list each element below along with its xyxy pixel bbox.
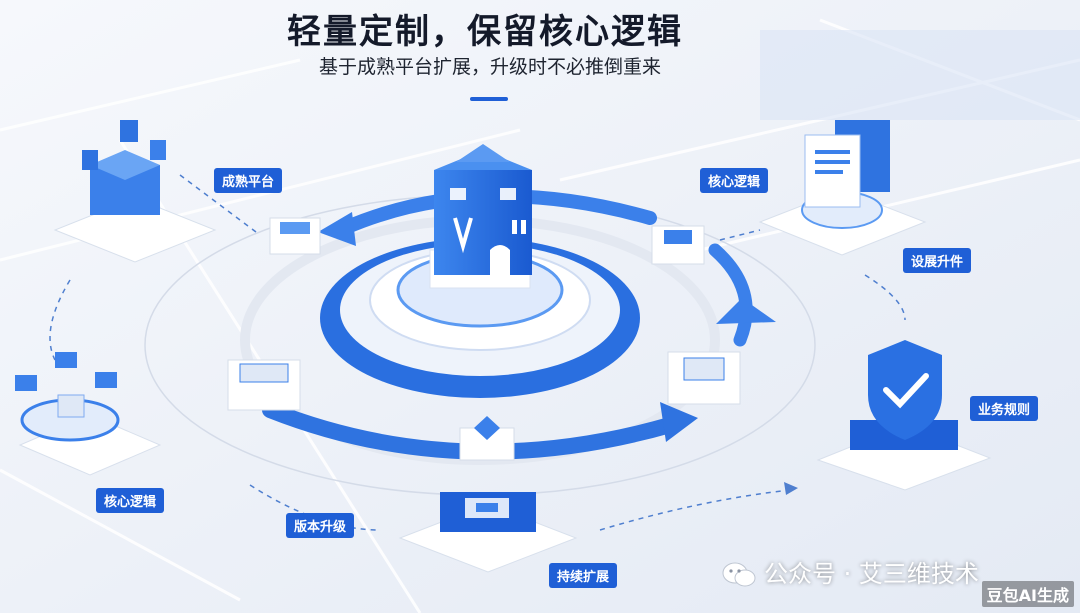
- ai-generated-label: 豆包AI生成: [981, 581, 1074, 607]
- tower-icon: [434, 144, 532, 275]
- ring-module-left: [227, 359, 301, 411]
- wechat-icon: [722, 562, 756, 587]
- tag-business-rules: 业务规则: [970, 396, 1039, 421]
- cubes-platform-icon: [53, 120, 217, 263]
- documents-icon: [758, 120, 927, 256]
- tag-core-logic-top: 核心逻辑: [700, 168, 769, 193]
- page-subtitle: 基于成熟平台扩展，升级时不必推倒重来: [318, 56, 661, 78]
- tag-core-logic-left: 核心逻辑: [96, 488, 165, 513]
- dashed-connectors: [49, 174, 906, 531]
- ring-module-right: [667, 351, 741, 405]
- tag-platform: 成熟平台: [214, 168, 283, 193]
- ring-module-top-left: [269, 217, 321, 255]
- arrow-right-up: [708, 243, 753, 347]
- tag-version-upgrade: 版本升级: [286, 513, 355, 538]
- small-cubes-icon: [15, 352, 162, 476]
- chip-icon: [398, 492, 578, 573]
- ring-module-top-right: [651, 225, 705, 265]
- arrowhead-bottom-right: [660, 402, 698, 442]
- shield-check-icon: [816, 340, 992, 491]
- watermark: 公众号 · 艾三维技术: [722, 554, 979, 589]
- dashed-arrowhead: [784, 482, 798, 495]
- title-underline: [470, 97, 508, 101]
- page-title: 轻量定制，保留核心逻辑: [287, 12, 683, 52]
- watermark-text: 公众号 · 艾三维技术: [764, 560, 979, 588]
- floor-highlight: [760, 30, 1080, 120]
- arrowhead-top-left: [318, 212, 356, 246]
- ring-module-bottom: [459, 416, 515, 461]
- tag-continuous-extension: 持续扩展: [549, 563, 618, 588]
- tag-upgrade-extension: 设展升件: [903, 248, 972, 273]
- arrowhead-right-up: [716, 298, 776, 324]
